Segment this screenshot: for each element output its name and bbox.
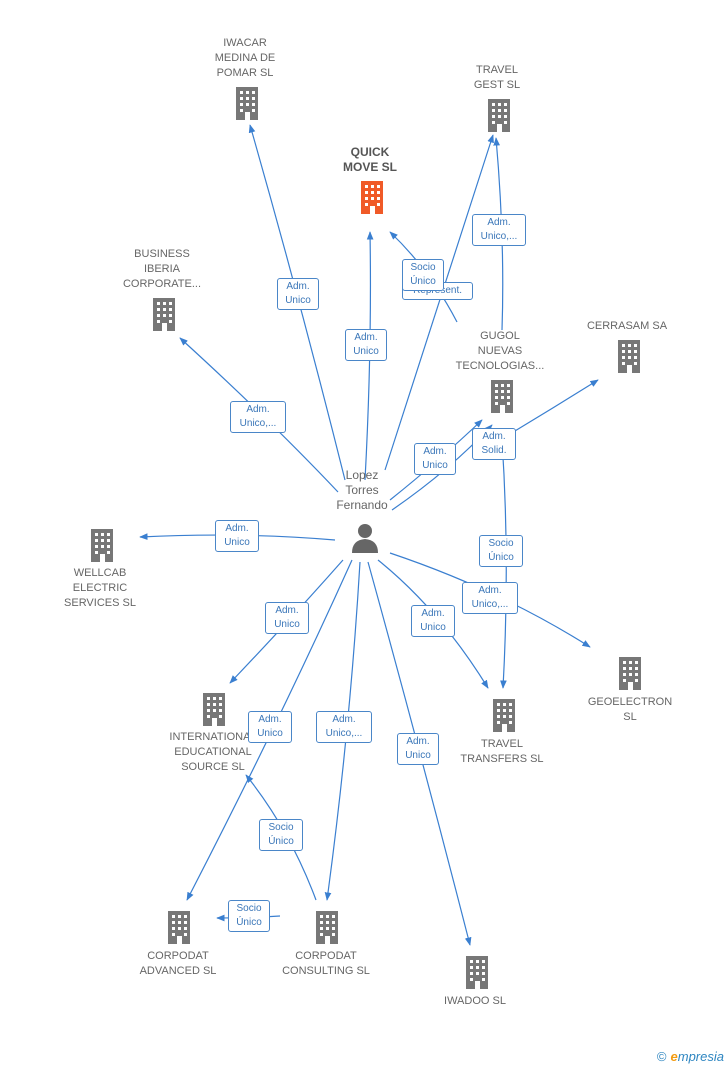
- edge-label-wellcab[interactable]: Adm. Unico: [215, 520, 259, 552]
- node-iwadoo-label: IWADOO SL: [444, 995, 506, 1007]
- node-business-iberia-label: BUSINESS IBERIA CORPORATE...: [122, 248, 202, 290]
- building-icon[interactable]: [199, 691, 229, 727]
- node-corpodat-advanced-label: CORPODAT ADVANCED SL: [139, 950, 217, 977]
- building-icon[interactable]: [489, 697, 519, 733]
- node-cerrasam-label: CERRASAM SA: [586, 320, 668, 332]
- building-icon[interactable]: [487, 378, 517, 414]
- edge-label-quick-move-adm[interactable]: Adm. Unico: [345, 329, 387, 361]
- brand-initial: e: [670, 1049, 678, 1064]
- node-international-label: INTERNATIONAL EDUCATIONAL SOURCE SL: [169, 731, 257, 773]
- node-travel-gest-label: TRAVEL GEST SL: [473, 64, 521, 91]
- building-icon[interactable]: [615, 655, 645, 691]
- edge-label-gugol-solid[interactable]: Adm. Solid.: [472, 428, 516, 460]
- edge-label-corpodat-socio-a[interactable]: Socio Único: [259, 819, 303, 851]
- building-icon[interactable]: [312, 909, 342, 945]
- edge-label-corpodat-socio-b[interactable]: Socio Único: [228, 900, 270, 932]
- edge-label-geoelectron[interactable]: Adm. Unico,...: [462, 582, 518, 614]
- node-iwacar-label: IWACAR MEDINA DE POMAR SL: [214, 37, 276, 79]
- edge-label-corpodat-consulting[interactable]: Adm. Unico,...: [316, 711, 372, 743]
- edge-label-travel-transfers-adm[interactable]: Adm. Unico: [411, 605, 455, 637]
- copyright-symbol: ©: [656, 1049, 667, 1064]
- person-icon[interactable]: [350, 522, 380, 554]
- node-corpodat-consulting-label: CORPODAT CONSULTING SL: [282, 950, 370, 977]
- building-icon[interactable]: [87, 527, 117, 563]
- edge-label-iwadoo[interactable]: Adm. Unico: [397, 733, 439, 765]
- edge-label-business-iberia[interactable]: Adm. Unico,...: [230, 401, 286, 433]
- brand-name: mpresia: [677, 1049, 724, 1064]
- building-icon-highlight[interactable]: [357, 179, 387, 215]
- edge-label-iwacar[interactable]: Adm. Unico: [277, 278, 319, 310]
- node-travel-transfers-label: TRAVEL TRANSFERS SL: [460, 738, 544, 765]
- edge-label-travel-gest[interactable]: Adm. Unico,...: [472, 214, 526, 246]
- building-icon[interactable]: [164, 909, 194, 945]
- edge-label-international[interactable]: Adm. Unico: [265, 602, 309, 634]
- building-icon[interactable]: [462, 954, 492, 990]
- node-geoelectron-label: GEOELECTRON SL: [587, 696, 673, 723]
- edge-label-quick-move-socio[interactable]: Socio Único: [402, 259, 444, 291]
- edge-label-travel-transfers-socio[interactable]: Socio Único: [479, 535, 523, 567]
- node-quick-move-label: QUICK MOVE SL: [342, 145, 397, 174]
- node-wellcab-label: WELLCAB ELECTRIC SERVICES SL: [64, 567, 136, 609]
- building-icon[interactable]: [484, 97, 514, 133]
- building-icon[interactable]: [614, 338, 644, 374]
- person-name: Lopez Torres Fernando: [336, 468, 388, 512]
- edge-label-gugol-adm[interactable]: Adm. Unico: [414, 443, 456, 475]
- building-icon[interactable]: [149, 296, 179, 332]
- building-icon[interactable]: [232, 85, 262, 121]
- node-gugol-label: GUGOL NUEVAS TECNOLOGIAS...: [455, 330, 545, 372]
- empresia-logo: ©empresia: [657, 1049, 724, 1064]
- edge-label-corpodat-advanced[interactable]: Adm. Unico: [248, 711, 292, 743]
- link-travel-gest: [384, 134, 494, 471]
